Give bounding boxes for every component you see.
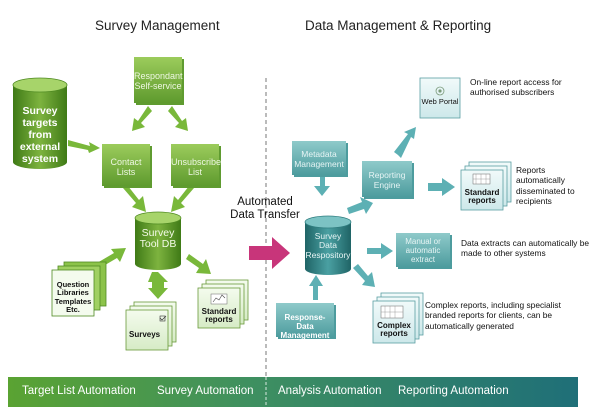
- data-flow-arrows: [309, 127, 455, 300]
- web-portal-description: On-line report access for authorised sub…: [470, 77, 562, 98]
- web-portal-label: Web Portal: [421, 97, 459, 106]
- survey-flow-arrows: [68, 106, 211, 299]
- web-portal-doc: [419, 77, 461, 119]
- selfservice-label: Respondant Self-service: [134, 71, 183, 92]
- standard-reports-stack-teal: [460, 161, 512, 211]
- arrow-metadata-to-repository: [314, 175, 330, 196]
- targets-db-label: Survey targets from external system: [19, 105, 61, 166]
- extract-box: [396, 233, 450, 267]
- survey-tool-db-label: Survey Tool DB: [139, 227, 177, 251]
- selfservice-box: [134, 57, 182, 103]
- footer-survey-automation: Survey Automation: [157, 385, 254, 397]
- complex-reports-label: Complex reports: [377, 321, 411, 339]
- repository-shape: [304, 215, 352, 275]
- complex-reports-description: Complex reports, including specialist br…: [425, 300, 561, 331]
- extract-label: Manual or automatic extract: [405, 237, 441, 264]
- standard-reports-description: Reports automatically disseminated to re…: [516, 165, 575, 206]
- standard-reports-stack-green: [197, 279, 249, 329]
- question-libraries-stack: [51, 261, 107, 317]
- metadata-label: Metadata Management: [294, 149, 344, 169]
- arrow-selfservice-to-unsubscribe: [168, 106, 188, 131]
- arrow-targets-to-contacts: [68, 140, 100, 153]
- unsubscribe-label: Unsubscribe List: [171, 157, 222, 178]
- arrow-selfservice-to-contacts: [132, 106, 152, 131]
- repository-label: Survey Data Respository: [305, 231, 351, 260]
- arrow-repository-to-engine: [347, 197, 373, 214]
- arrow-repository-to-complex: [353, 264, 375, 287]
- extract-description: Data extracts can automatically be made …: [461, 238, 590, 259]
- arrow-contacts-to-db: [123, 186, 146, 212]
- question-libraries-label: Question Libraries Templates Etc.: [54, 280, 92, 314]
- data-management-heading: Data Management & Reporting: [305, 18, 492, 33]
- transfer-label: Automated Data Transfer: [230, 196, 300, 221]
- arrow-unsubscribe-to-db: [171, 186, 194, 212]
- footer-analysis-automation: Analysis Automation: [278, 385, 382, 397]
- survey-tool-db-shape: [134, 211, 182, 270]
- reporting-engine-box: [362, 161, 412, 197]
- unsubscribe-box: [171, 144, 219, 186]
- targets-db-shape: [12, 77, 68, 169]
- footer-reporting-automation: Reporting Automation: [398, 385, 509, 397]
- surveys-stack: [125, 301, 177, 351]
- standard-reports-label-green: Standard reports: [201, 307, 237, 325]
- arrow-engine-to-standard: [428, 178, 455, 196]
- arrow-response-to-repository: [309, 275, 323, 300]
- footer-target-list: Target List Automation: [22, 385, 136, 397]
- standard-reports-label-teal: Standard reports: [464, 188, 500, 206]
- complex-reports-stack: [372, 292, 424, 344]
- contacts-box: [102, 144, 150, 186]
- response-data-box: [276, 303, 334, 337]
- contacts-label: Contact Lists: [110, 157, 142, 178]
- survey-management-heading: Survey Management: [95, 18, 220, 33]
- response-data-label: Response-Data Management: [280, 313, 330, 341]
- surveys-label: Surveys: [129, 330, 161, 339]
- reporting-engine-label: Reporting Engine: [368, 170, 406, 190]
- arrow-repository-to-extract: [367, 243, 393, 259]
- transfer-arrow: [249, 237, 290, 269]
- footer-band: [8, 377, 578, 407]
- arrow-db-surveys-bidirectional: [148, 272, 168, 299]
- arrow-engine-to-portal: [394, 127, 416, 158]
- metadata-box: [292, 141, 346, 175]
- arrow-db-to-standard-reports: [186, 254, 211, 274]
